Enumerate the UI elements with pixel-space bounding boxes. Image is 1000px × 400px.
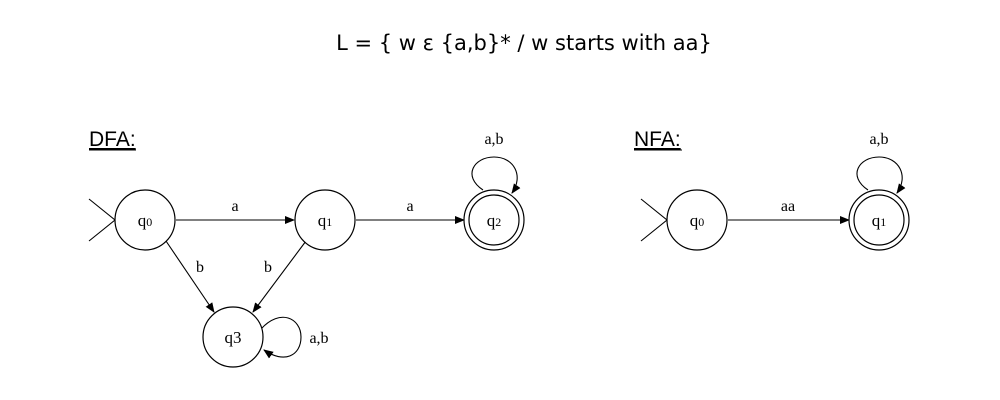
nfa-edge-label-q1-loop: a,b: [869, 131, 888, 148]
dfa-edge-q3-loop: [260, 316, 302, 359]
nfa-state-q0: q0: [666, 189, 728, 251]
dfa-state-q0: q0: [114, 189, 176, 251]
dfa-state-q2-subscript: 2: [495, 215, 501, 229]
nfa-state-q1-label: q: [872, 211, 881, 230]
svg-text:q1: q1: [872, 211, 887, 230]
dfa-state-q1-label: q: [318, 211, 327, 230]
dfa-diagram: DFA: a a b b a,b a,b q0 q1 q2: [88, 128, 525, 368]
nfa-state-q1-subscript: 1: [880, 215, 886, 229]
svg-text:q2: q2: [487, 211, 502, 230]
dfa-edge-label-q0-q1: a: [231, 198, 238, 215]
dfa-edge-label-q2-loop: a,b: [484, 131, 503, 148]
dfa-edge-label-q3-loop: a,b: [309, 330, 328, 347]
dfa-state-q1-subscript: 1: [326, 215, 332, 229]
svg-text:q1: q1: [318, 211, 333, 230]
dfa-state-q3-label: q3: [225, 328, 242, 347]
nfa-state-q1-accepting: q1: [848, 189, 910, 251]
nfa-state-q0-label: q: [690, 211, 699, 230]
dfa-state-q2-label: q: [487, 211, 496, 230]
nfa-edge-q1-loop: [856, 156, 906, 194]
dfa-state-q0-label: q: [138, 211, 147, 230]
language-definition-title: L = { w ε {a,b}* / w starts with aa}: [336, 31, 712, 55]
svg-text:q0: q0: [690, 211, 705, 230]
dfa-edge-label-q0-q3: b: [196, 259, 204, 276]
dfa-state-q3: q3: [202, 306, 264, 368]
nfa-state-q0-subscript: 0: [698, 215, 704, 229]
svg-text:q0: q0: [138, 211, 153, 230]
dfa-edge-q0-q3: [165, 240, 215, 313]
dfa-edge-q1-q3: [252, 240, 307, 313]
nfa-edge-label-q0-q1: aa: [781, 198, 795, 215]
svg-text:q3: q3: [225, 328, 242, 347]
dfa-heading: DFA:: [89, 128, 136, 151]
dfa-edge-label-q1-q3: b: [264, 259, 272, 276]
nfa-diagram: NFA: aa a,b q0 q1: [634, 128, 910, 251]
dfa-edge-q2-loop: [471, 156, 521, 194]
dfa-state-q1: q1: [294, 189, 356, 251]
nfa-heading: NFA:: [634, 128, 681, 151]
nfa-start-marker: [640, 198, 668, 242]
dfa-state-q2-accepting: q2: [463, 189, 525, 251]
dfa-state-q0-subscript: 0: [146, 215, 152, 229]
dfa-edge-label-q1-q2: a: [406, 198, 413, 215]
dfa-start-marker: [88, 198, 116, 242]
